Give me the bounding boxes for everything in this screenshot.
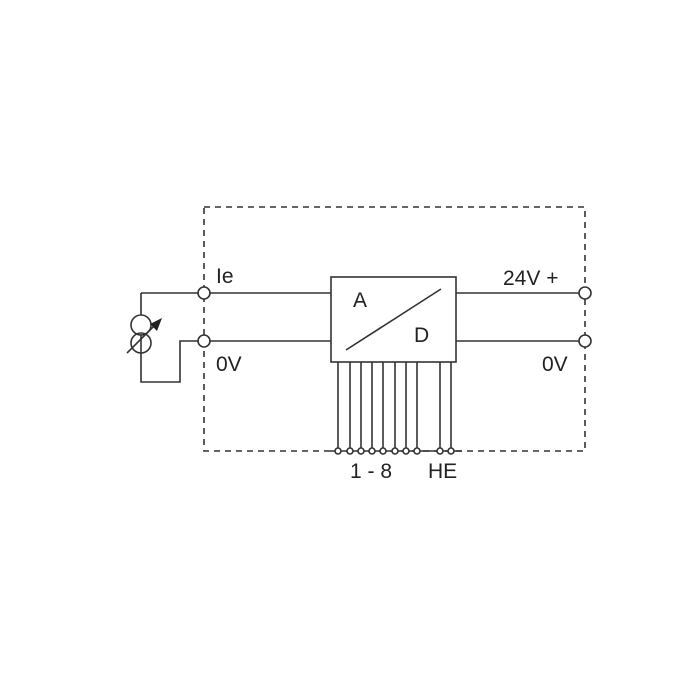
label-ie: Ie xyxy=(216,265,234,288)
channel-terminal xyxy=(357,447,365,455)
current-source-icon-lower xyxy=(130,332,152,354)
channel-terminal xyxy=(413,447,421,455)
channel-terminal xyxy=(368,447,376,455)
label-he: HE xyxy=(428,460,457,483)
input-wires xyxy=(210,292,331,342)
channel-pins xyxy=(330,362,462,455)
label-a: A xyxy=(353,289,367,312)
variable-arrow-icon xyxy=(126,324,156,354)
label-channels: 1 - 8 xyxy=(350,460,392,483)
terminal-0v-right xyxy=(578,334,592,348)
label-0v-right: 0V xyxy=(542,353,568,376)
label-d: D xyxy=(414,324,429,347)
current-source-wire xyxy=(140,292,204,383)
he-terminal xyxy=(447,447,455,455)
arrow-head-icon xyxy=(150,318,162,331)
label-0v-left: 0V xyxy=(216,353,242,376)
channel-terminal xyxy=(402,447,410,455)
output-wires xyxy=(456,292,579,342)
label-24v: 24V + xyxy=(503,267,558,290)
terminal-ie xyxy=(197,286,211,300)
he-terminal xyxy=(436,447,444,455)
terminal-24v xyxy=(578,286,592,300)
channel-terminal xyxy=(391,447,399,455)
channel-terminal xyxy=(334,447,342,455)
ad-diagonal xyxy=(345,288,442,351)
terminal-0v-left xyxy=(197,334,211,348)
channel-terminal xyxy=(346,447,354,455)
channel-terminal xyxy=(379,447,387,455)
